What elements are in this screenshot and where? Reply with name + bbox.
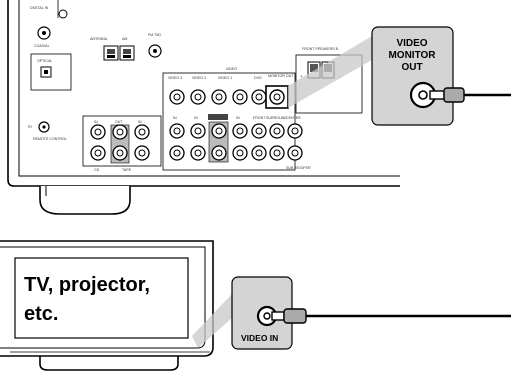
subwoofer-label: SUB WOOFER: [286, 166, 311, 170]
coaxial-label: COAXIAL: [34, 44, 50, 48]
ri-label: RI: [28, 125, 32, 129]
cd-in-label: IN: [94, 120, 98, 124]
surround-label: SURROUND: [266, 116, 287, 120]
receiver-foot: [39, 186, 131, 215]
tape-in-label: IN: [138, 120, 142, 124]
multichannel-jacks: FRONT SURROUND CENTER SUB WOOFER: [251, 116, 311, 170]
rca-plug-tv: [271, 311, 285, 321]
front-speakers-b-label: FRONT SPEAKERS B: [302, 47, 339, 51]
receiver-callout: VIDEO MONITOR OUT: [288, 26, 511, 126]
center-label: CENTER: [286, 116, 301, 120]
tv-screen: [14, 257, 189, 339]
cd-tape-jacks: IN OUT IN CD TAPE: [82, 115, 162, 172]
tv-callout: VIDEO IN: [192, 276, 511, 350]
video2-label: VIDEO 2: [192, 76, 206, 80]
front-label: FRONT: [253, 116, 266, 120]
video3-label: VIDEO 3: [168, 76, 182, 80]
tv-label-line1: TV, projector,: [24, 274, 150, 296]
antenna-label: ANTENNA: [90, 37, 108, 41]
video-jacks-row: [169, 89, 267, 105]
remote-control-label: REMOTE CONTROL: [33, 137, 67, 141]
svg-text:IN: IN: [194, 116, 198, 120]
tv-label-line2: etc.: [24, 303, 58, 325]
video1-label: VIDEO 1: [218, 76, 232, 80]
video-section-label: VIDEO: [226, 67, 237, 71]
digital-in-label: DIGITAL IN: [30, 6, 49, 10]
svg-text:IN: IN: [173, 116, 177, 120]
cd-label: CD: [94, 168, 100, 172]
remote-control-jack: RI REMOTE CONTROL: [28, 121, 67, 141]
am-label: AM: [122, 37, 127, 41]
monitor-out-jack: [265, 85, 289, 109]
monitor-out-panel-label: MONITOR OUT: [268, 74, 294, 78]
tape-out-label: OUT: [115, 120, 123, 124]
tape-label: TAPE: [122, 168, 132, 172]
tv-monitor: TV, projector, etc.: [0, 240, 214, 371]
fm-label: FM 75Ω: [148, 33, 161, 37]
optical-label: OPTICAL: [37, 59, 52, 63]
svg-text:+: +: [300, 74, 303, 79]
video-monitor-out-line3: OUT: [401, 62, 422, 73]
dvd-label: DVD: [254, 76, 262, 80]
receiver-rear-panel: DIGITAL IN COAXIAL OPTICAL ANTENNA AM FM…: [7, 0, 400, 215]
svg-text:IN: IN: [236, 116, 240, 120]
video-in-label: VIDEO IN: [241, 333, 278, 343]
tv-stand: [39, 356, 179, 371]
audio-jacks-video-section: IN IN IN: [169, 114, 248, 163]
am-antenna-terminals: [103, 45, 135, 61]
video-monitor-out-line2: MONITOR: [388, 50, 436, 61]
rca-plug: [429, 90, 445, 100]
video-monitor-out-line1: VIDEO: [396, 38, 427, 49]
